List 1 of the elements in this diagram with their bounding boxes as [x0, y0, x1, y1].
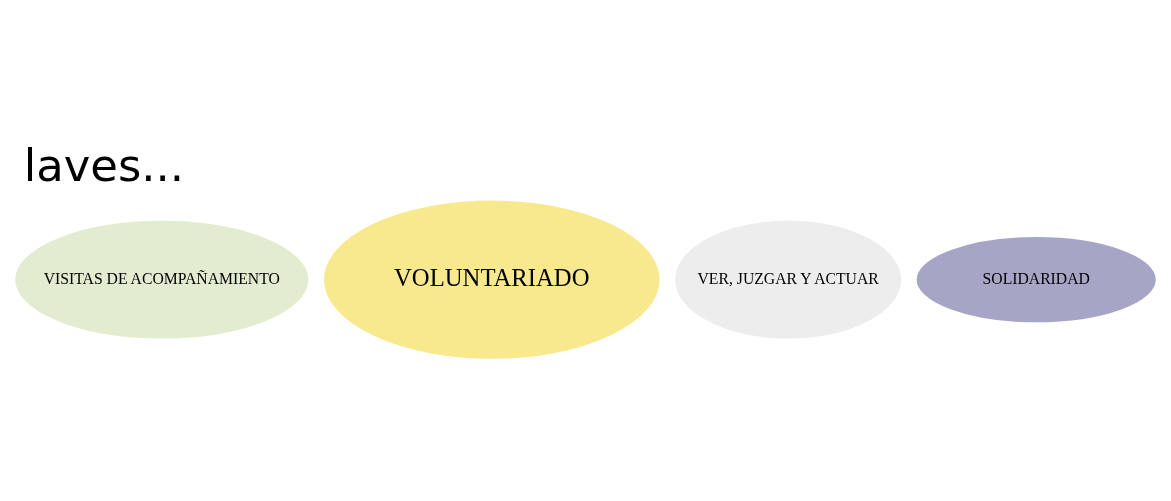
- diagram-title: laves...: [23, 138, 185, 192]
